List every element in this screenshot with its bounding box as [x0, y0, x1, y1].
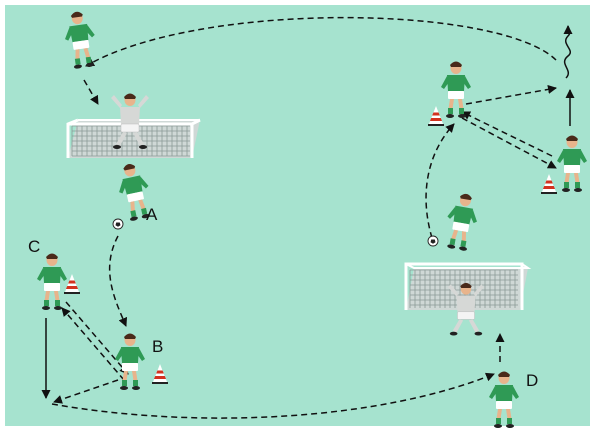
long-run-line	[85, 16, 557, 67]
label-d: D	[526, 371, 538, 390]
run-to-goal-line	[83, 79, 99, 105]
label-a: A	[146, 205, 158, 224]
b-pass-bottom-line	[53, 379, 119, 404]
label-b: B	[152, 337, 163, 356]
ball-icon	[427, 235, 439, 247]
pitch-surface	[5, 5, 590, 426]
pass-a-to-b-line	[108, 235, 128, 327]
movement-lines	[41, 16, 575, 419]
long-pass-to-d-line	[51, 372, 495, 419]
right-return-line	[461, 111, 553, 157]
pass-b-to-c-line	[61, 307, 125, 381]
ball-icon	[112, 218, 124, 230]
pass-c-to-b-line	[65, 301, 129, 375]
label-c: C	[28, 237, 40, 256]
right-pass-down-line	[461, 117, 557, 169]
right-pass-up-line	[425, 123, 455, 239]
dribble-wavy-line	[563, 25, 573, 79]
left-goal	[66, 118, 201, 158]
right-pass-across-line	[465, 84, 557, 105]
